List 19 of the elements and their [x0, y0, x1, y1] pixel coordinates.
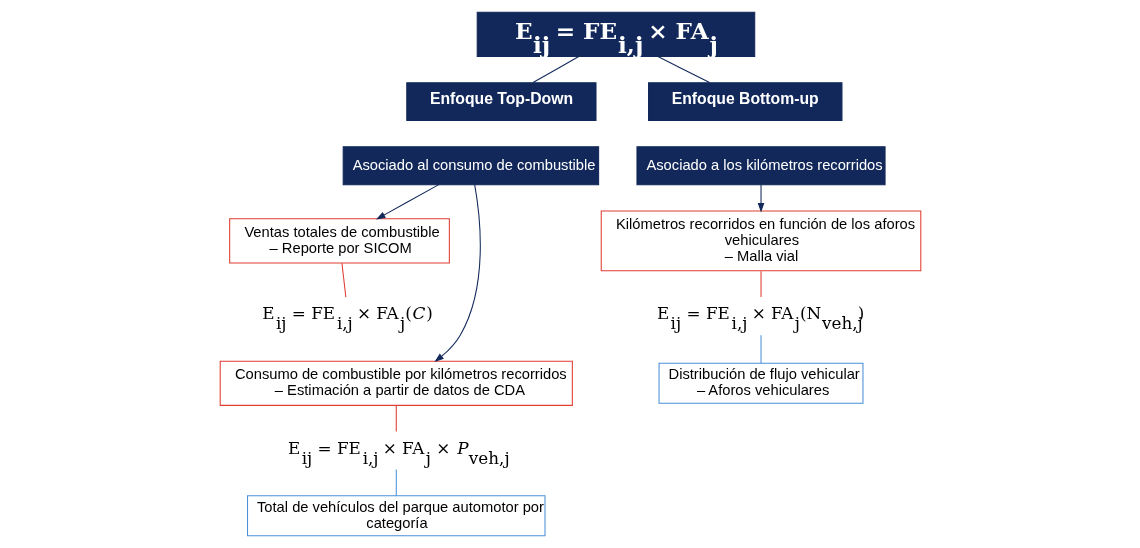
node-box: Asociado al consumo de combustible: [342, 146, 599, 186]
arrow: [375, 184, 439, 220]
arrow: [433, 184, 481, 362]
node-box: Consumo de combustible por kilómetros recorridos – Estimación a partir de datos de CDA: [219, 360, 573, 406]
connector: [395, 469, 397, 497]
connector: [532, 56, 579, 84]
connector: [340, 262, 346, 298]
node-box: Enfoque Top-Down: [405, 82, 596, 122]
node-box: Enfoque Bottom-up: [647, 82, 842, 122]
node-box: Distribución de flujo vehicular – Aforos vehiculares: [658, 362, 863, 404]
connector: [395, 405, 397, 432]
arrow: [757, 184, 764, 213]
node-box: Ventas totales de combustible – Reporte por SICOM: [228, 218, 450, 264]
connector: [760, 270, 762, 298]
connector: [656, 56, 710, 84]
connector: [760, 334, 762, 364]
node-box: Kilómetros recorridos en función de los aforos vehiculares – Malla vial: [600, 210, 921, 272]
node-box: Total de vehículos del parque automotor por categoría: [246, 495, 546, 537]
node-box: Asociado a los kilómetros recorridos: [635, 146, 886, 186]
